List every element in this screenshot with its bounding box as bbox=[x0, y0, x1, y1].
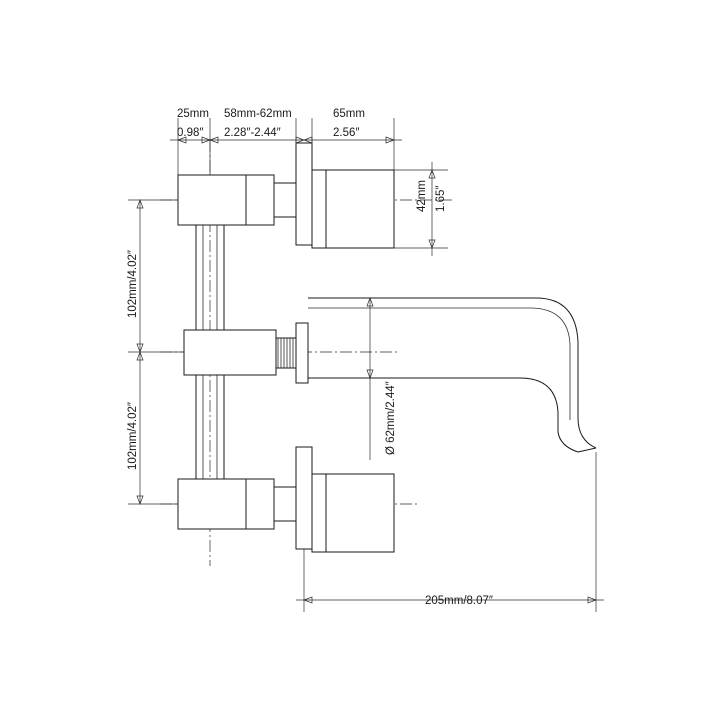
projection-dimension bbox=[296, 452, 604, 612]
label-top-seg2-in: 2.28″-2.44″ bbox=[224, 127, 281, 139]
dim-arrows-top bbox=[177, 136, 395, 144]
top-dimension-chain bbox=[170, 118, 402, 175]
handle-height-dimension bbox=[394, 162, 448, 256]
label-vert-lower: 102mm/4.02″ bbox=[127, 402, 139, 470]
label-top-seg3-in: 2.56″ bbox=[333, 127, 359, 139]
label-top-seg2-mm: 58mm-62mm bbox=[224, 108, 292, 120]
bottom-handle-assembly bbox=[177, 446, 395, 553]
label-projection: 205mm/8.07″ bbox=[425, 595, 493, 607]
label-top-seg3-mm: 65mm bbox=[333, 108, 365, 120]
label-spout-diameter: Ø 62mm/2.44″ bbox=[385, 381, 397, 455]
top-handle-assembly bbox=[177, 142, 395, 249]
label-top-seg1-mm: 25mm bbox=[177, 108, 209, 120]
spout-diameter-leader bbox=[366, 297, 374, 460]
thread-hatch bbox=[277, 338, 294, 368]
label-top-seg1-in: 0.98″ bbox=[177, 127, 203, 139]
vertical-riser bbox=[195, 225, 225, 480]
label-handle-height-mm: 42mm bbox=[416, 180, 428, 212]
vertical-dimensions bbox=[128, 199, 184, 505]
label-vert-upper: 102mm/4.02″ bbox=[127, 250, 139, 318]
spout-assembly bbox=[183, 297, 597, 453]
label-handle-height-in: 1.65″ bbox=[435, 186, 447, 212]
